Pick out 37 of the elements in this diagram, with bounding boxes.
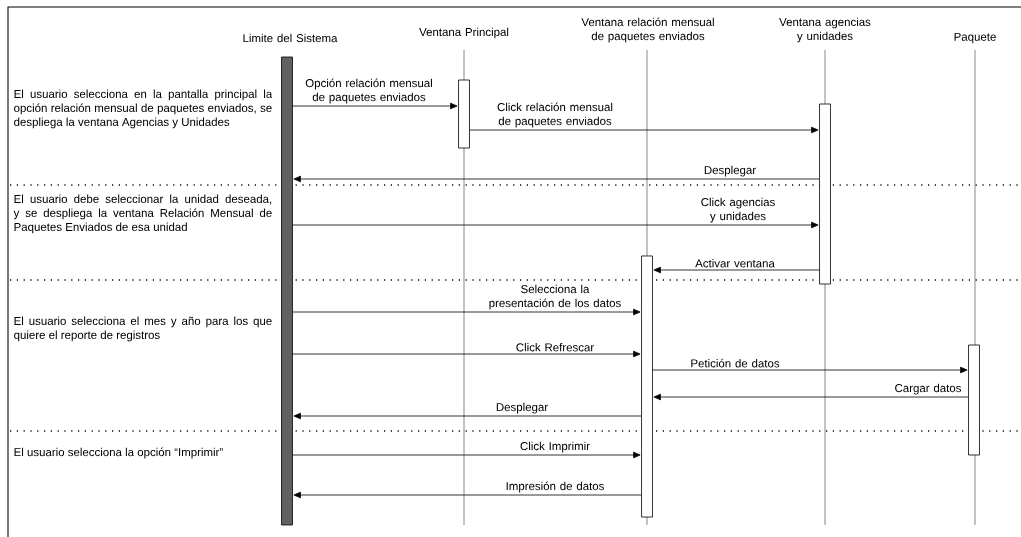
participant-label: Ventana agencias y unidades [779, 17, 871, 43]
message-arrow [292, 102, 458, 110]
message-label: Click Imprimir [520, 441, 590, 453]
activation-bar [641, 255, 653, 518]
message-label: Click agencias y unidades [701, 197, 775, 223]
step-description: El usuario selecciona en la pantalla principal la opción relación mensual de paquetes enviados, se despliega la ventana Agencias y Unidades [14, 89, 273, 129]
step-description: El usuario selecciona la opción “Imprimir” [14, 447, 223, 459]
message-arrow [652, 366, 968, 374]
activation-bar [819, 103, 831, 285]
step-description: El usuario debe seleccionar la unidad deseada, y se despliega la ventana Relación Mensual de Paquetes Enviados de esa unidad [13, 194, 272, 234]
message-arrow [293, 491, 642, 499]
message-arrow [653, 393, 969, 401]
participant-label: Ventana Principal [419, 27, 509, 39]
message-arrow [292, 308, 641, 316]
system-boundary-bar [281, 56, 293, 526]
activation-bar [458, 79, 470, 149]
participant-label: Limite del Sistema [243, 33, 338, 43]
message-arrow [653, 266, 820, 274]
message-label: Desplegar [704, 165, 756, 177]
message-label: Click Refrescar [516, 343, 594, 352]
message-arrow [469, 126, 819, 134]
message-arrow [292, 350, 641, 358]
participant-label: Ventana relación mensual de paquetes enviados [581, 17, 714, 43]
participant-label: Paquete [954, 32, 996, 44]
message-label: Petición de datos [691, 358, 780, 368]
message-arrow [293, 412, 642, 420]
activation-bar [968, 344, 980, 456]
message-label: Click relación mensual de paquetes enviados [497, 102, 613, 128]
message-label: Activar ventana [695, 259, 775, 268]
message-label: Cargar datos [895, 383, 962, 395]
message-arrow [293, 175, 820, 183]
message-label: Impresión de datos [506, 481, 604, 493]
message-label: Selecciona la presentación de los datos [489, 284, 621, 310]
message-label: Desplegar [496, 402, 548, 414]
message-arrow [292, 451, 641, 459]
message-arrow [292, 221, 819, 229]
message-label: Opción relación mensual de paquetes enviados [305, 78, 432, 104]
